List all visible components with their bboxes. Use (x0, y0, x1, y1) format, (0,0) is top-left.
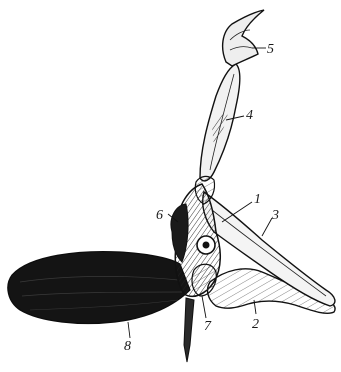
label-1: 1 (254, 192, 261, 207)
label-7: 7 (204, 319, 212, 334)
lower-spike (184, 298, 194, 362)
label-2: 2 (252, 317, 259, 332)
label-6: 6 (156, 208, 163, 223)
label-5: 5 (267, 42, 274, 57)
label-8: 8 (124, 339, 131, 354)
label-3: 3 (271, 208, 279, 223)
top-claw (223, 10, 264, 66)
label-4: 4 (246, 108, 253, 123)
feather-brush (8, 252, 190, 324)
